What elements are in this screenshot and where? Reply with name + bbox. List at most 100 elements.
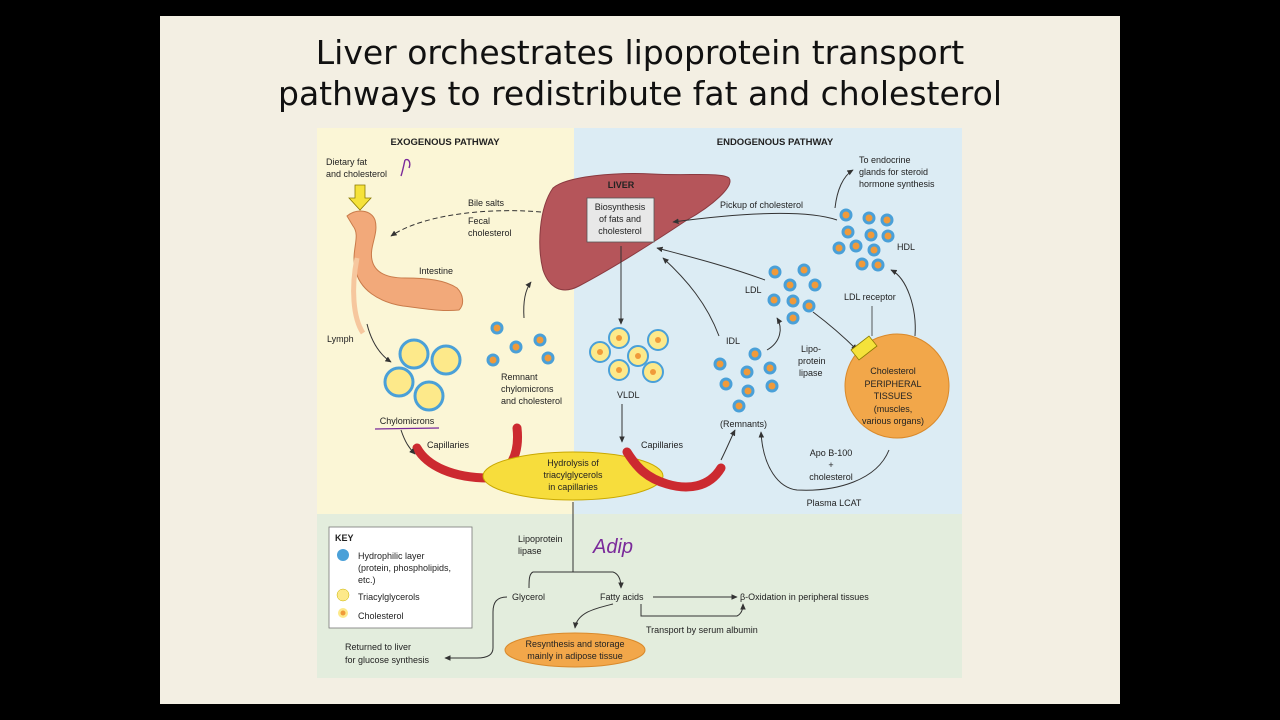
handwritten-adip-note: Adip — [592, 536, 633, 558]
pickup-cholesterol-label: Pickup of cholesterol — [720, 200, 803, 210]
dietary-fat-arrow — [348, 184, 372, 211]
remnant-particle — [490, 321, 504, 335]
hdl-particle — [864, 228, 878, 242]
glycerol-return-arrow — [444, 596, 508, 661]
chylomicrons-underline — [374, 427, 440, 430]
chylomicron-particle — [430, 344, 462, 376]
vldl-core — [597, 349, 603, 355]
idl-particle — [732, 399, 746, 413]
hdl-particle — [880, 213, 894, 227]
exogenous-header: EXOGENOUS PATHWAY — [390, 137, 500, 148]
hdl-particle — [839, 208, 853, 222]
key-triacylglycerols-label: Triacylglycerols — [358, 592, 420, 602]
lipoprotein-lipase-right-line-2: protein — [798, 356, 826, 366]
liver-box-line-2: of fats and — [599, 214, 641, 224]
beta-oxidation-label: β-Oxidation in peripheral tissues — [740, 592, 869, 602]
lipoprotein-lipase-right-line-3: lipase — [799, 368, 823, 378]
key-hydrophilic-line-1: Hydrophilic layer — [358, 551, 425, 561]
liver-box-line-3: cholesterol — [598, 226, 642, 236]
fatty-acids-label: Fatty acids — [600, 592, 644, 602]
capillaries-left-label: Capillaries — [427, 440, 470, 450]
intestine-lymph-tube — [351, 257, 366, 335]
chylo-to-capillary-arrow — [400, 429, 416, 455]
lipoprotein-lipase-right-line-1: Lipo- — [801, 344, 821, 354]
peripheral-line-3: TISSUES — [874, 391, 913, 401]
key-hydrophilic-line-3: etc.) — [358, 575, 376, 585]
chylomicron-particles — [383, 338, 462, 412]
apo-line-2: + — [828, 460, 833, 470]
albumin-transport-arrow — [640, 603, 746, 617]
to-endocrine-line-1: To endocrine — [859, 155, 911, 165]
remnant-particle — [486, 353, 500, 367]
fecal-cholesterol-line-2: cholesterol — [468, 228, 512, 238]
key-triacylglycerol-swatch — [336, 588, 350, 602]
title-line-2: pathways to redistribute fat and cholest… — [278, 74, 1002, 113]
apo-line-1: Apo B-100 — [810, 448, 853, 458]
intestine-shape — [346, 210, 464, 311]
ldl-particle — [808, 278, 822, 292]
liver-box-line-1: Biosynthesis — [595, 202, 646, 212]
title-line-1: Liver orchestrates lipoprotein transport — [315, 33, 965, 72]
vldl-core — [655, 337, 661, 343]
vldl-core — [616, 335, 622, 341]
handwritten-check-mark — [400, 158, 411, 177]
liver-biosynthesis-box — [586, 197, 655, 243]
resynthesis-line-1: Resynthesis and storage — [525, 639, 624, 649]
glycerol-label: Glycerol — [512, 592, 545, 602]
vldl-core — [635, 353, 641, 359]
slide-title: Liver orchestrates lipoprotein transport… — [160, 32, 1120, 114]
peripheral-line-2: PERIPHERAL — [864, 379, 921, 389]
peripheral-tissues-circle — [844, 333, 950, 439]
ldl-to-receptor-arrow — [812, 311, 858, 351]
fecal-cholesterol-line-1: Fecal — [468, 216, 490, 226]
intestine-label: Intestine — [419, 266, 453, 276]
dietary-fat-line-1: Dietary fat — [326, 157, 368, 167]
hdl-to-liver-arrow — [672, 212, 838, 225]
to-endocrine-line-2: glands for steroid — [859, 167, 928, 177]
idl-particle — [740, 365, 754, 379]
idl-particles — [713, 347, 779, 413]
idl-particle — [741, 384, 755, 398]
ldl-receptor-shape — [850, 335, 878, 361]
vldl-core — [650, 369, 656, 375]
peripheral-to-hdl-arrow — [890, 269, 916, 337]
hdl-label: HDL — [897, 242, 915, 252]
chylomicron-particle — [398, 338, 430, 370]
lipoprotein-lipase-bottom-line-2: lipase — [518, 546, 542, 556]
remnant-line-3: and cholesterol — [501, 396, 562, 406]
endogenous-header: ENDOGENOUS PATHWAY — [717, 137, 834, 148]
key-hydrophilic-swatch — [337, 549, 349, 561]
ldl-label: LDL — [745, 285, 762, 295]
resynthesis-ellipse — [504, 632, 646, 668]
chylomicron-particle — [413, 380, 445, 412]
remnant-to-liver-arrow — [523, 281, 532, 319]
remnant-particle — [541, 351, 555, 365]
ldl-particle — [802, 299, 816, 313]
dietary-fat-line-2: and cholesterol — [326, 169, 387, 179]
ldl-particle — [786, 311, 800, 325]
lipoprotein-figure: EXOGENOUS PATHWAY ENDOGENOUS PATHWAY LIV… — [317, 128, 962, 678]
hydrolysis-line-2: triacylglycerols — [543, 470, 603, 480]
hdl-particle — [867, 243, 881, 257]
remnant-line-2: chylomicrons — [501, 384, 554, 394]
hdl-particle — [881, 229, 895, 243]
remnant-chylomicron-particles — [486, 321, 555, 367]
peripheral-line-5: various organs) — [862, 416, 924, 426]
hdl-particle — [855, 257, 869, 271]
ldl-to-liver-arrow — [656, 246, 766, 281]
ldl-particle — [797, 263, 811, 277]
vldl-particle-cores — [597, 335, 661, 375]
remnants-label: (Remnants) — [720, 419, 767, 429]
hdl-particle — [871, 258, 885, 272]
hdl-particle — [862, 211, 876, 225]
hydrolysis-split-line — [528, 571, 621, 588]
hdl-particle — [841, 225, 855, 239]
lipoprotein-diagram: EXOGENOUS PATHWAY ENDOGENOUS PATHWAY LIV… — [317, 128, 962, 678]
idl-label: IDL — [726, 336, 740, 346]
returned-liver-line-1: Returned to liver — [345, 642, 411, 652]
liver-label: LIVER — [608, 180, 635, 190]
transport-albumin-label: Transport by serum albumin — [646, 625, 758, 635]
vldl-core — [616, 367, 622, 373]
ldl-particle — [768, 265, 782, 279]
ldl-particle — [783, 278, 797, 292]
